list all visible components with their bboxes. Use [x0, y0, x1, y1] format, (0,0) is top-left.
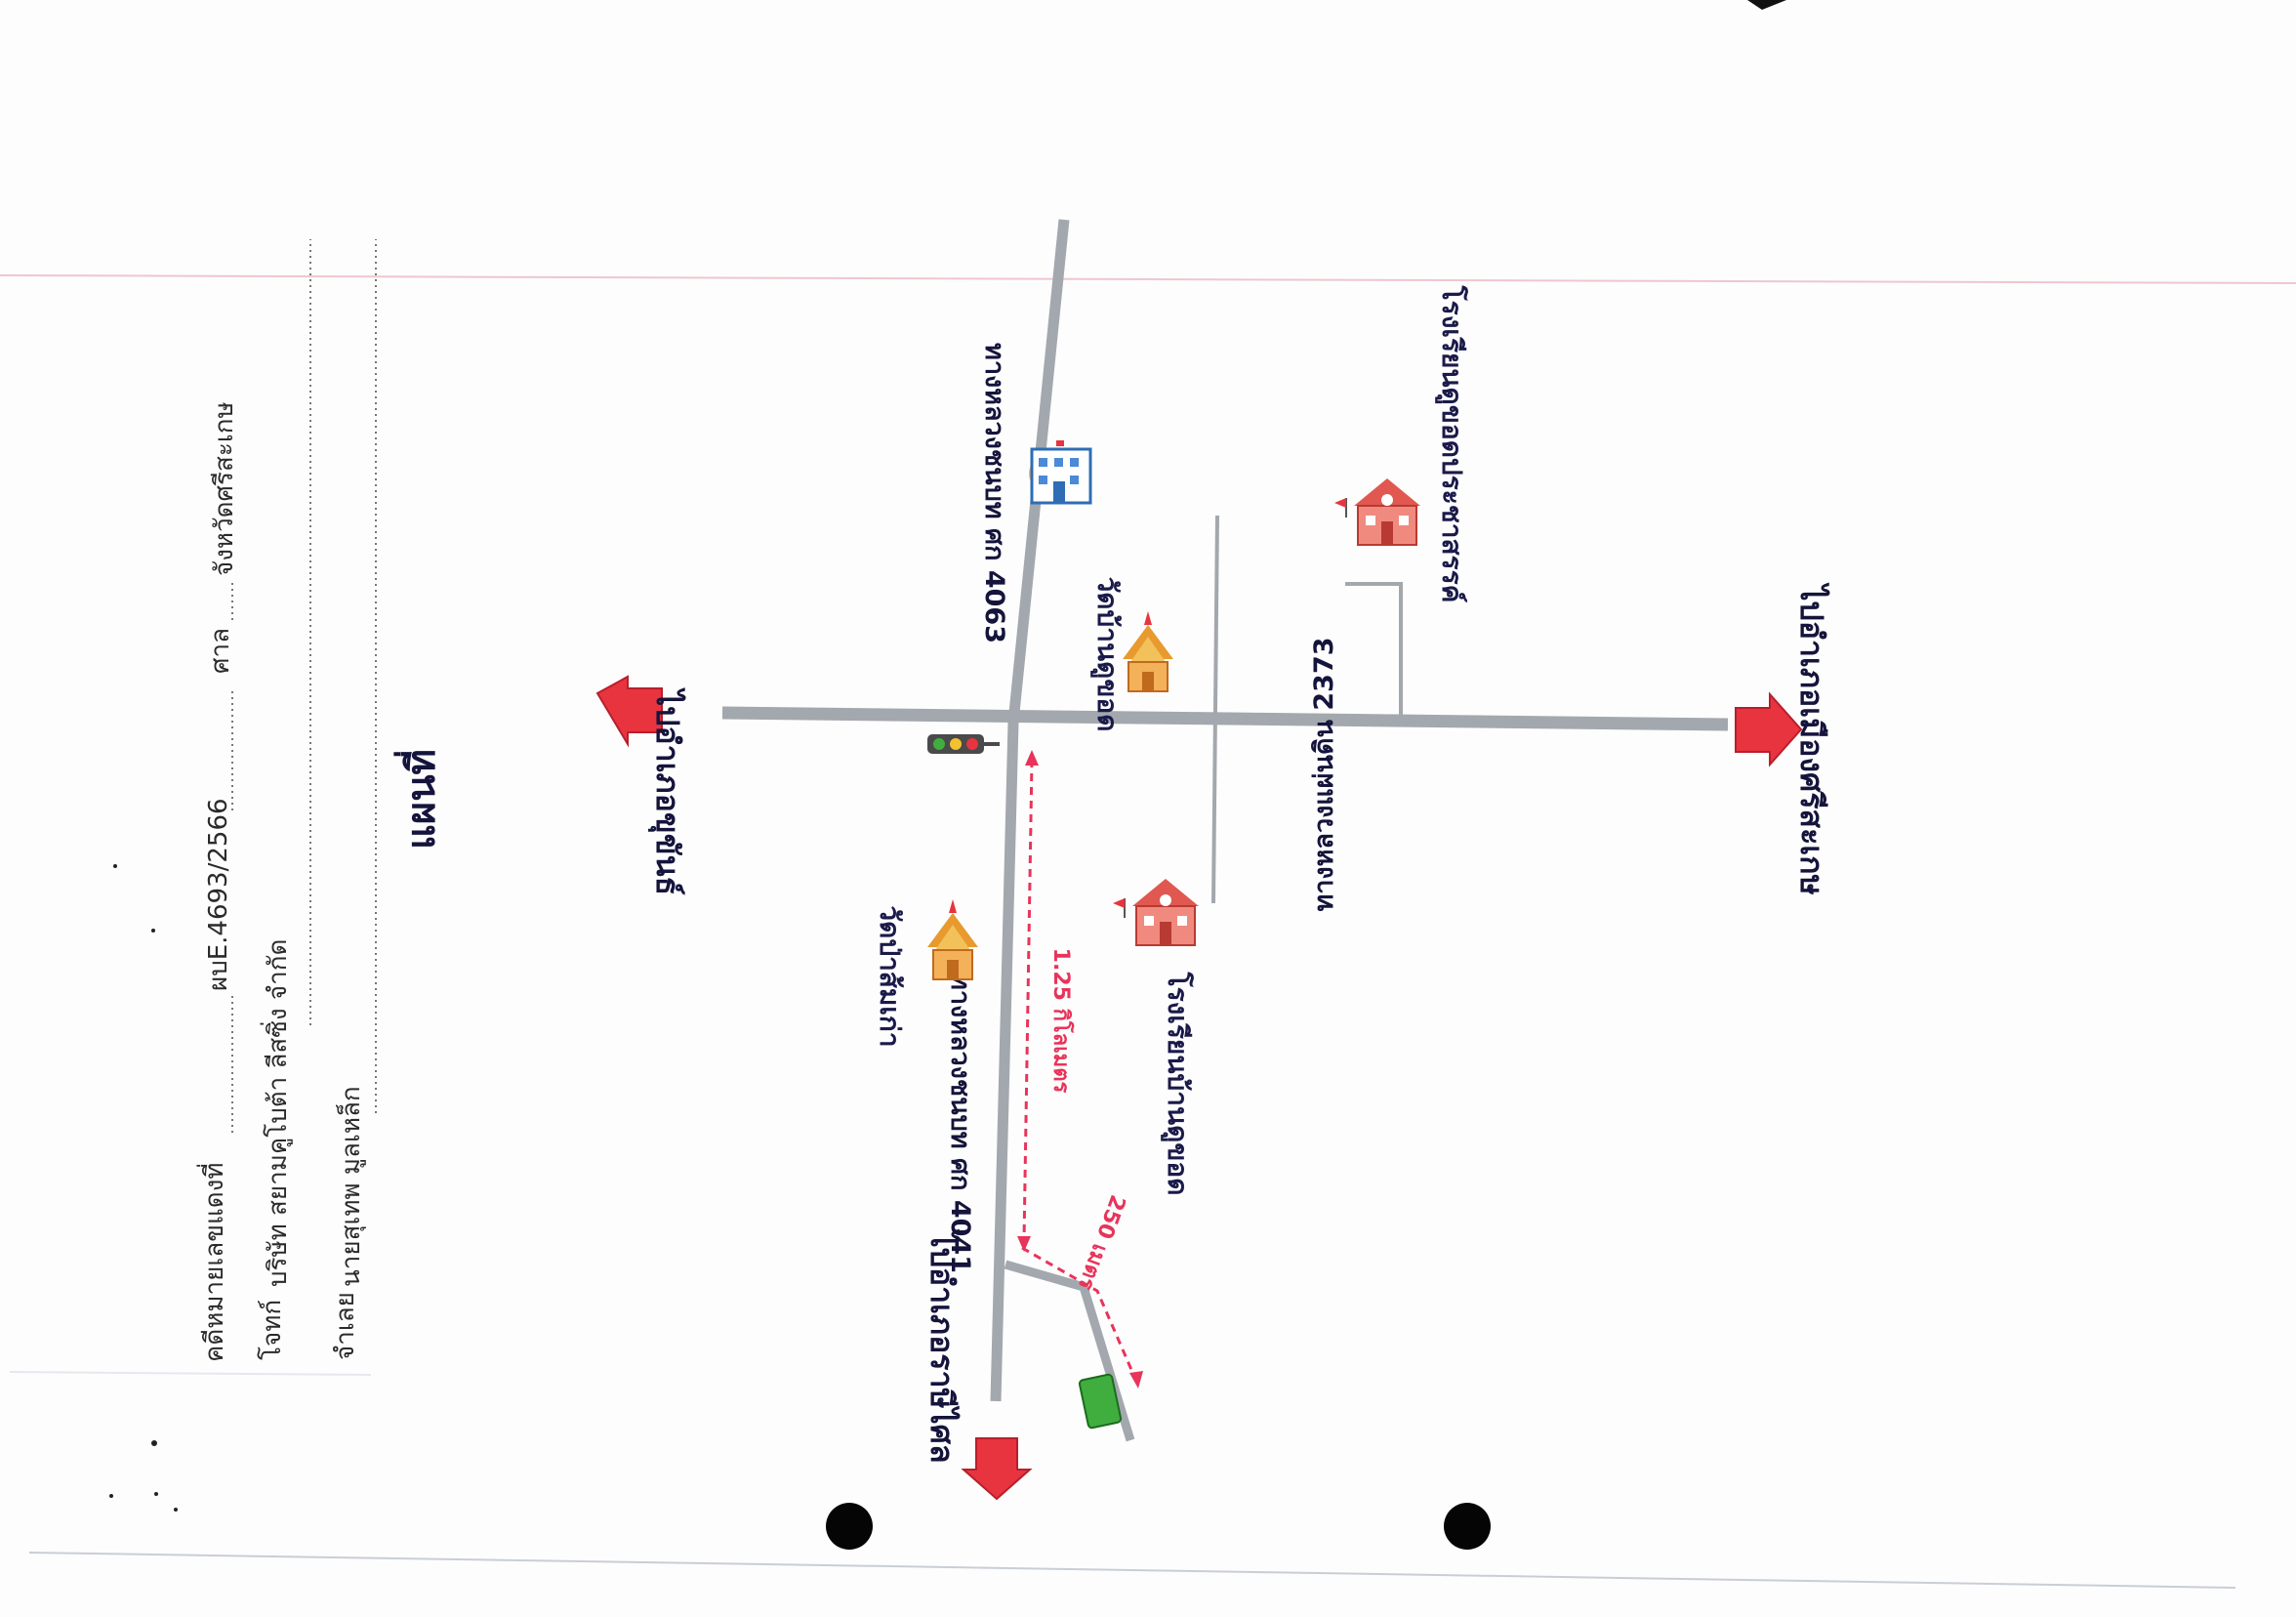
distance-main: 1.25 กิโลเมตร — [1017, 750, 1075, 1252]
landmark-temple-pa-som-kao: วัดป่าส้มเก่า — [874, 905, 906, 1047]
cross-road-2373 — [721, 706, 1729, 731]
landmark-school-du-khot-pracha-san: โรงเรียนดูขอดประชาสรรค์ — [1435, 285, 1469, 603]
arrow-to-mueang-sisaket: ไปอำเภอเมืองศรีสะเกษ — [1735, 582, 1830, 895]
case-header: คดีหมายเลขแดงที่ ผบE.4693/2566 ศาล จังหว… — [196, 239, 377, 1362]
main-road — [990, 219, 1070, 1402]
speck — [109, 1494, 113, 1498]
road-label-4041: ทางหลวงชนบท ศก 4041 — [945, 973, 975, 1273]
school-access-road — [1345, 582, 1403, 725]
traffic-light-icon — [927, 734, 1000, 754]
arrow-left-icon — [595, 675, 663, 748]
distance-side-arrowhead — [1129, 1371, 1143, 1389]
distance-main-label: 1.25 กิโลเมตร — [1048, 948, 1075, 1094]
distance-side-label: 250 เมตร — [1073, 1191, 1129, 1293]
hospital-icon — [1029, 440, 1092, 505]
speck — [174, 1508, 178, 1512]
arrow-label-rasi-salai: ไปอำเภอราษีไศล — [923, 1228, 961, 1463]
speck — [151, 1440, 157, 1446]
roads — [721, 219, 1729, 1442]
scan-line-bottom — [28, 1552, 2236, 1589]
case-number-value: ผบE.4693/2566 — [204, 798, 233, 991]
court-label: ศาล — [206, 628, 235, 674]
arrow-to-khukhan: ไปอำเภอขุขันธ์ — [595, 675, 686, 895]
map-title: แผนที่ — [393, 749, 444, 850]
arrow-down-icon — [961, 1437, 1033, 1501]
plaintiff-label: โจทก์ — [257, 1300, 287, 1360]
distance-main-line — [1022, 759, 1034, 1241]
landmark-temple-ban-du-khot: วัดบ้านดูขอด — [1090, 577, 1124, 732]
plaintiff-name: บริษัท สยามคูโบต้า ลีสซิ่ง จำกัด — [260, 939, 293, 1287]
landmark-school-ban-du-khot: โรงเรียนบ้านดูขอด — [1161, 972, 1195, 1196]
case-number-label: คดีหมายเลขแดงที่ — [196, 1163, 229, 1362]
distance-main-arrowhead-bottom — [1017, 1236, 1031, 1252]
arrow-to-rasi-salai: ไปอำเภอราษีไศล — [923, 1228, 1033, 1501]
distance-side-line — [1021, 1246, 1137, 1380]
speck — [151, 929, 155, 933]
arrow-label-khukhan: ไปอำเภอขุขันธ์ — [647, 687, 686, 895]
temple-icon — [1123, 611, 1173, 692]
scan-line-top — [0, 274, 2296, 284]
temple-icon — [927, 899, 978, 980]
arrow-right-icon — [1735, 691, 1803, 767]
school-icon — [1334, 478, 1420, 546]
speck — [154, 1492, 158, 1496]
road-label-4063: ทางหลวงชนบท ศก 4063 — [979, 343, 1009, 643]
school-icon — [1113, 879, 1199, 946]
distance-main-arrowhead-top — [1025, 750, 1039, 766]
road-label-2373: ทางหลวงแผ่นดิน 2373 — [1309, 637, 1339, 911]
court-name: จังหวัดศรีสะเกษ — [210, 401, 239, 576]
defendant-name: นายสุเทพ มูลเหล็ก — [335, 1086, 366, 1287]
punch-hole-right — [1444, 1503, 1491, 1550]
target-property-marker — [1078, 1373, 1123, 1430]
corner-mark — [1747, 0, 1786, 10]
scan-line-left — [9, 1371, 372, 1376]
punch-hole-left — [826, 1503, 873, 1550]
defendant-label: จำเลย — [331, 1292, 360, 1360]
arrow-label-mueang-sisaket: ไปอำเภอเมืองศรีสะเกษ — [1793, 582, 1830, 894]
side-road-vertical — [1211, 515, 1219, 904]
speck — [113, 864, 117, 868]
